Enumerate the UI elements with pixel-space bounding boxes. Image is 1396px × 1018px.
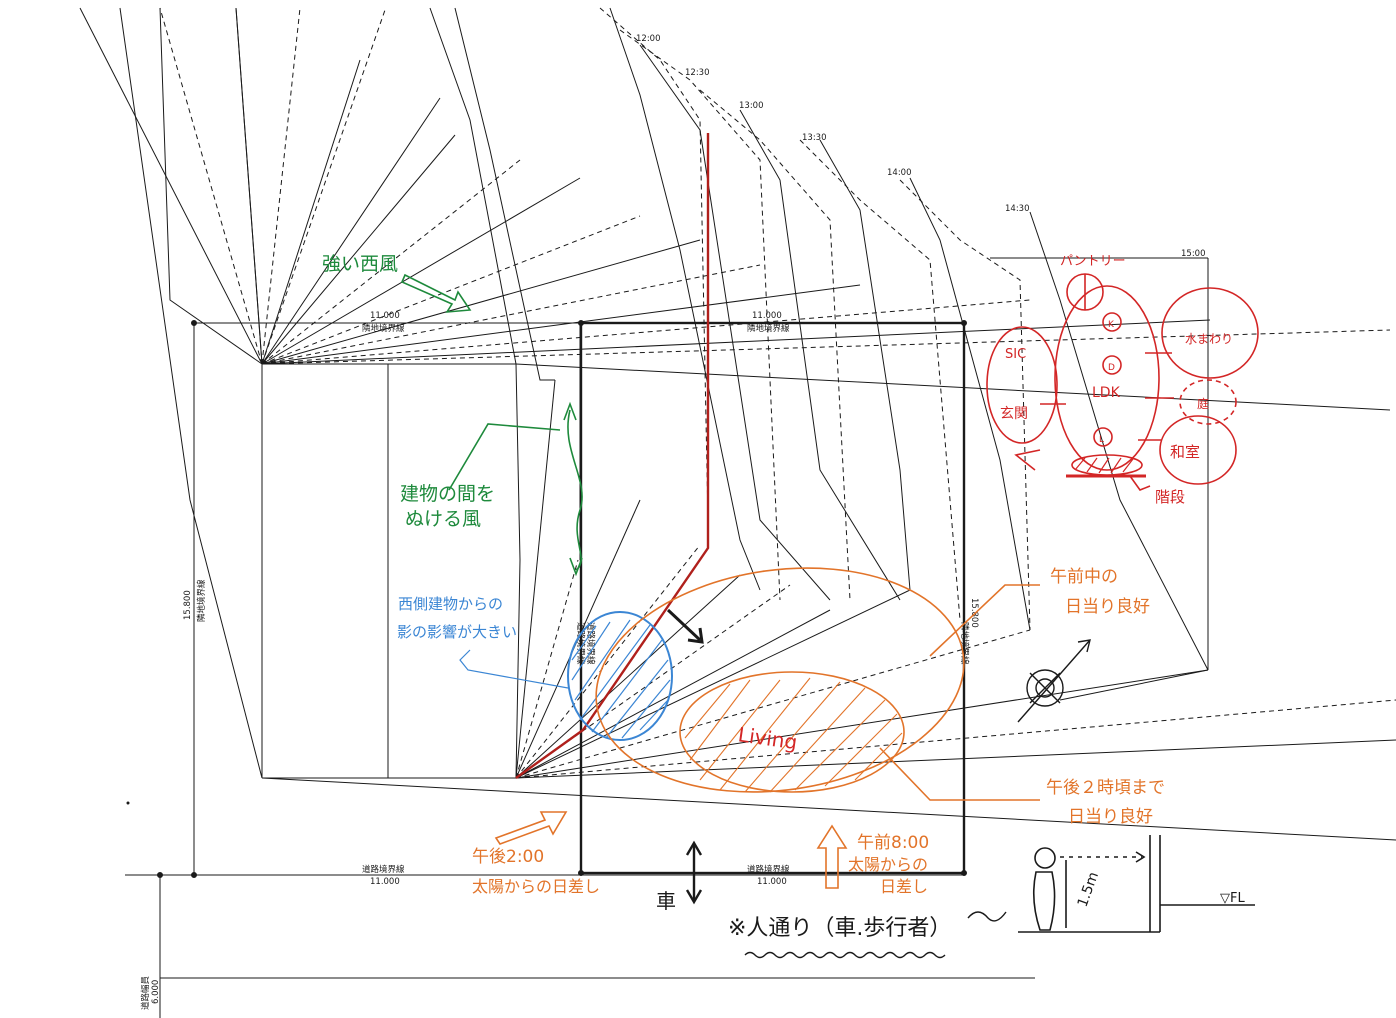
- west-left-dim: 15.800: [183, 590, 193, 620]
- afternoon-sun-label-1: 午後２時頃まで: [1046, 778, 1165, 798]
- person-head: [1034, 847, 1056, 869]
- washitsu-bubble: [1159, 415, 1237, 485]
- time-1500: 15:00: [1181, 249, 1206, 259]
- garden-label: 庭: [1197, 396, 1209, 411]
- d-label: D: [1108, 363, 1115, 373]
- wind-between-arrow: [567, 409, 583, 571]
- site-top-dim: 11.000: [752, 311, 782, 321]
- west-bottom-dim: 11.000: [370, 877, 400, 887]
- entrance-bubble: [986, 326, 1058, 444]
- am-sun-label-2: 太陽からの: [848, 855, 928, 874]
- north-compass: [1017, 639, 1091, 723]
- road-left-label-2: 道路境界線: [585, 622, 596, 665]
- shadow-fan-lines: [79, 7, 1396, 841]
- strong-wind-label: 強い西風: [322, 253, 398, 275]
- living-label: Living: [737, 722, 799, 754]
- height-label: 1.5m: [1075, 870, 1102, 909]
- west-top-dim: 11.000: [370, 311, 400, 321]
- sic-label: SIC: [1005, 347, 1026, 362]
- person-section-sketch: [1018, 835, 1255, 933]
- west-shadow-zone: [459, 611, 673, 741]
- wind-annotations: [400, 273, 583, 577]
- pm-sun-label-1: 午後2:00: [472, 847, 544, 867]
- west-top-boundary: 隣地境界線: [362, 323, 405, 334]
- l-label: L: [1099, 435, 1104, 445]
- west-shadow-label-2: 影の影響が大きい: [397, 623, 517, 641]
- am-sun-label-1: 午前8:00: [857, 833, 929, 853]
- traffic-label: ※人通り（車.歩行者）: [728, 916, 951, 941]
- stairs-label: 階段: [1155, 488, 1185, 506]
- floor-level-label: ▽FL: [1220, 891, 1245, 906]
- road-width-value: 6.000: [151, 980, 161, 1004]
- time-1330: 13:30: [802, 133, 827, 143]
- west-bottom-boundary: 道路境界線: [362, 864, 405, 875]
- afternoon-sun-label-2: 日当り良好: [1068, 807, 1153, 827]
- site-top-boundary: 隣地境界線: [747, 323, 790, 334]
- main-site-outline: [579, 321, 966, 875]
- water-bubble: [1161, 287, 1259, 379]
- living-zone: [679, 671, 905, 793]
- shadow-time-labels: 12:00 12:30 13:00 13:30 14:00 14:30 15:0…: [636, 34, 1206, 259]
- car-arrow: [685, 840, 703, 905]
- k-label: K: [1108, 320, 1115, 330]
- sun-zones: [494, 567, 1040, 889]
- wind-between-label-2: ぬける風: [405, 508, 481, 530]
- site-bottom-boundary: 道路境界線: [747, 864, 790, 875]
- wind-between-label-1: 建物の間を: [400, 483, 495, 505]
- entrance-label: 玄関: [1000, 405, 1028, 422]
- site-right-dim: 15.800: [969, 598, 979, 628]
- pm-sun-arrow: [494, 811, 568, 845]
- time-1230: 12:30: [685, 68, 710, 78]
- time-1400: 14:00: [887, 168, 912, 178]
- time-1200: 12:00: [636, 34, 661, 44]
- site-right-boundary: 隣地境界線: [959, 622, 970, 665]
- water-label: 水まわり: [1185, 332, 1233, 346]
- morning-sun-label-2: 日当り良好: [1065, 597, 1150, 617]
- am-sun-label-3: 日差し: [880, 877, 928, 896]
- ldk-label: LDK: [1092, 385, 1121, 401]
- boundary-labels: 11.000 隣地境界線 11.000 隣地境界線 道路境界線 11.000 道…: [140, 311, 979, 1010]
- pm-sun-label-2: 太陽からの日差し: [472, 877, 600, 896]
- west-shadow-label-1: 西側建物からの: [398, 595, 503, 613]
- person-body: [1032, 871, 1056, 931]
- car-label: 車: [656, 889, 676, 913]
- road-left-label-1: 道路境界線: [575, 622, 586, 665]
- west-left-boundary: 隣地境界線: [196, 579, 207, 622]
- time-1300: 13:00: [739, 101, 764, 111]
- time-1430: 14:30: [1005, 204, 1030, 214]
- road-width-label: 道路幅員: [140, 975, 151, 1010]
- zoning-diagram: [986, 273, 1259, 491]
- critical-shadow-line: [515, 133, 710, 779]
- site-bottom-dim: 11.000: [757, 877, 787, 887]
- shadow-direction-arrow: [666, 608, 704, 644]
- garden-bubble: [1179, 379, 1237, 425]
- pantry-label: パントリー: [1060, 254, 1126, 269]
- site-boundaries: [125, 320, 1035, 1018]
- morning-sun-label-1: 午前中の: [1050, 567, 1118, 587]
- washitsu-label: 和室: [1170, 443, 1200, 461]
- am-sun-arrow: [816, 824, 848, 889]
- traffic-underline: [744, 951, 946, 959]
- ldk-bubble: [1054, 285, 1160, 471]
- strong-wind-arrow: [400, 273, 472, 313]
